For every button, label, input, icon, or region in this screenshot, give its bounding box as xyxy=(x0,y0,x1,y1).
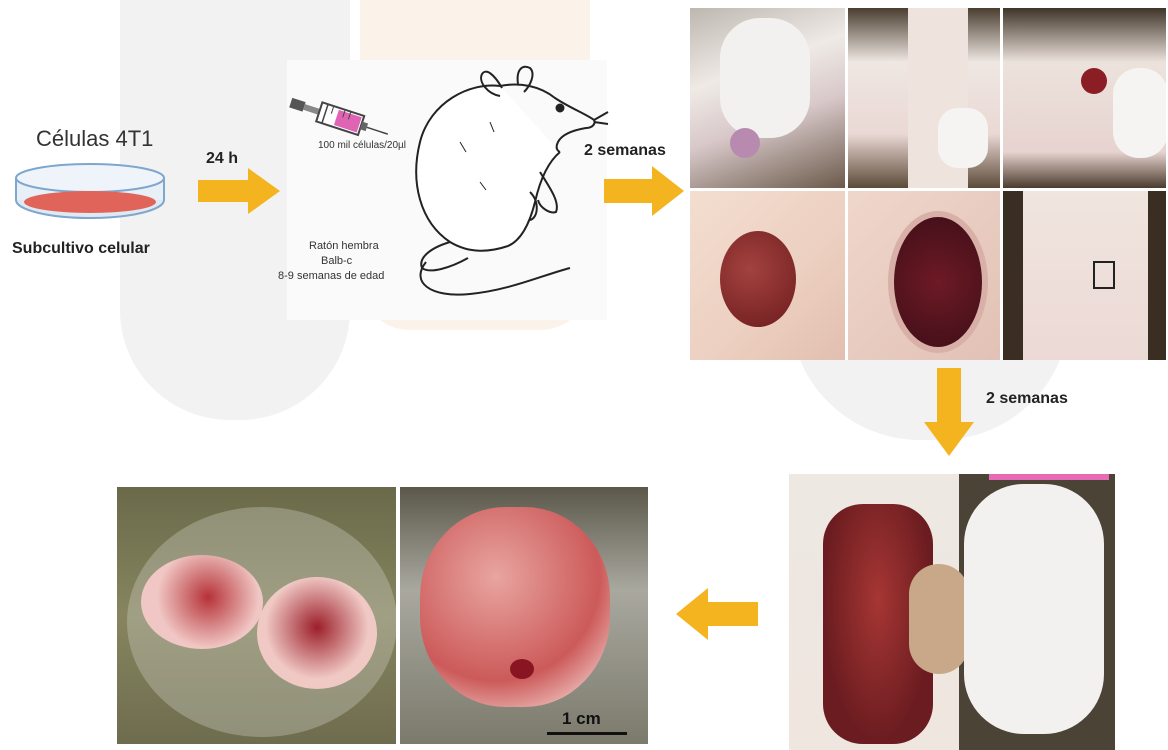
surgery-photo-4 xyxy=(690,191,845,360)
arrow-2-weeks-label-2: 2 semanas xyxy=(986,390,1068,408)
petri-dish-icon xyxy=(10,156,170,226)
tumor-photo-1 xyxy=(117,487,396,744)
scale-bar xyxy=(547,732,627,735)
arrow-24h-label: 24 h xyxy=(206,150,238,168)
surgery-photo-2 xyxy=(848,8,1000,188)
surgery-photo-5 xyxy=(848,191,1000,360)
arrow-right-icon-1 xyxy=(198,168,280,214)
subculture-label: Subcultivo celular xyxy=(12,240,150,258)
mouse-drawing xyxy=(390,62,610,317)
scale-bar-label: 1 cm xyxy=(562,709,601,729)
tumor-photo-2 xyxy=(400,487,648,744)
surgery-photo-3 xyxy=(1003,8,1166,188)
surgery-photo-6 xyxy=(1003,191,1166,360)
mouse-desc-line2: Balb-c xyxy=(321,255,352,267)
mouse-desc-line1: Ratón hembra xyxy=(309,240,379,252)
cells-title: Células 4T1 xyxy=(36,126,153,152)
arrow-left-icon xyxy=(676,588,758,640)
arrow-right-icon-2 xyxy=(604,166,684,216)
arrow-2-weeks-label-1: 2 semanas xyxy=(584,142,666,160)
mouse-desc-line3: 8-9 semanas de edad xyxy=(278,270,384,282)
surgery-photo-grid xyxy=(690,8,1166,360)
surgery-photo-1 xyxy=(690,8,845,188)
arrow-down-icon xyxy=(924,368,974,456)
tumor-photos xyxy=(117,487,648,744)
dissection-photo xyxy=(789,474,1115,750)
